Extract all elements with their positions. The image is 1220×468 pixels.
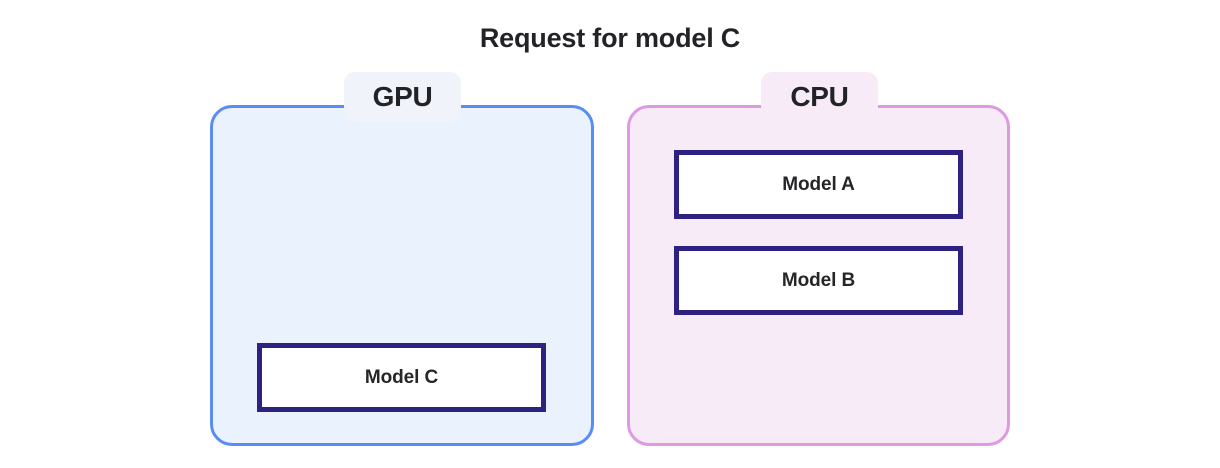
model-box-model-b[interactable]: Model B [674,246,963,315]
model-box-model-c[interactable]: Model C [257,343,546,412]
model-box-model-a[interactable]: Model A [674,150,963,219]
cpu-panel-label: CPU [761,72,878,122]
model-box-label: Model A [782,174,855,195]
page-title: Request for model C [479,23,741,53]
model-box-label: Model C [364,367,439,388]
gpu-panel-label: GPU [344,72,461,122]
model-box-label: Model B [781,270,856,291]
